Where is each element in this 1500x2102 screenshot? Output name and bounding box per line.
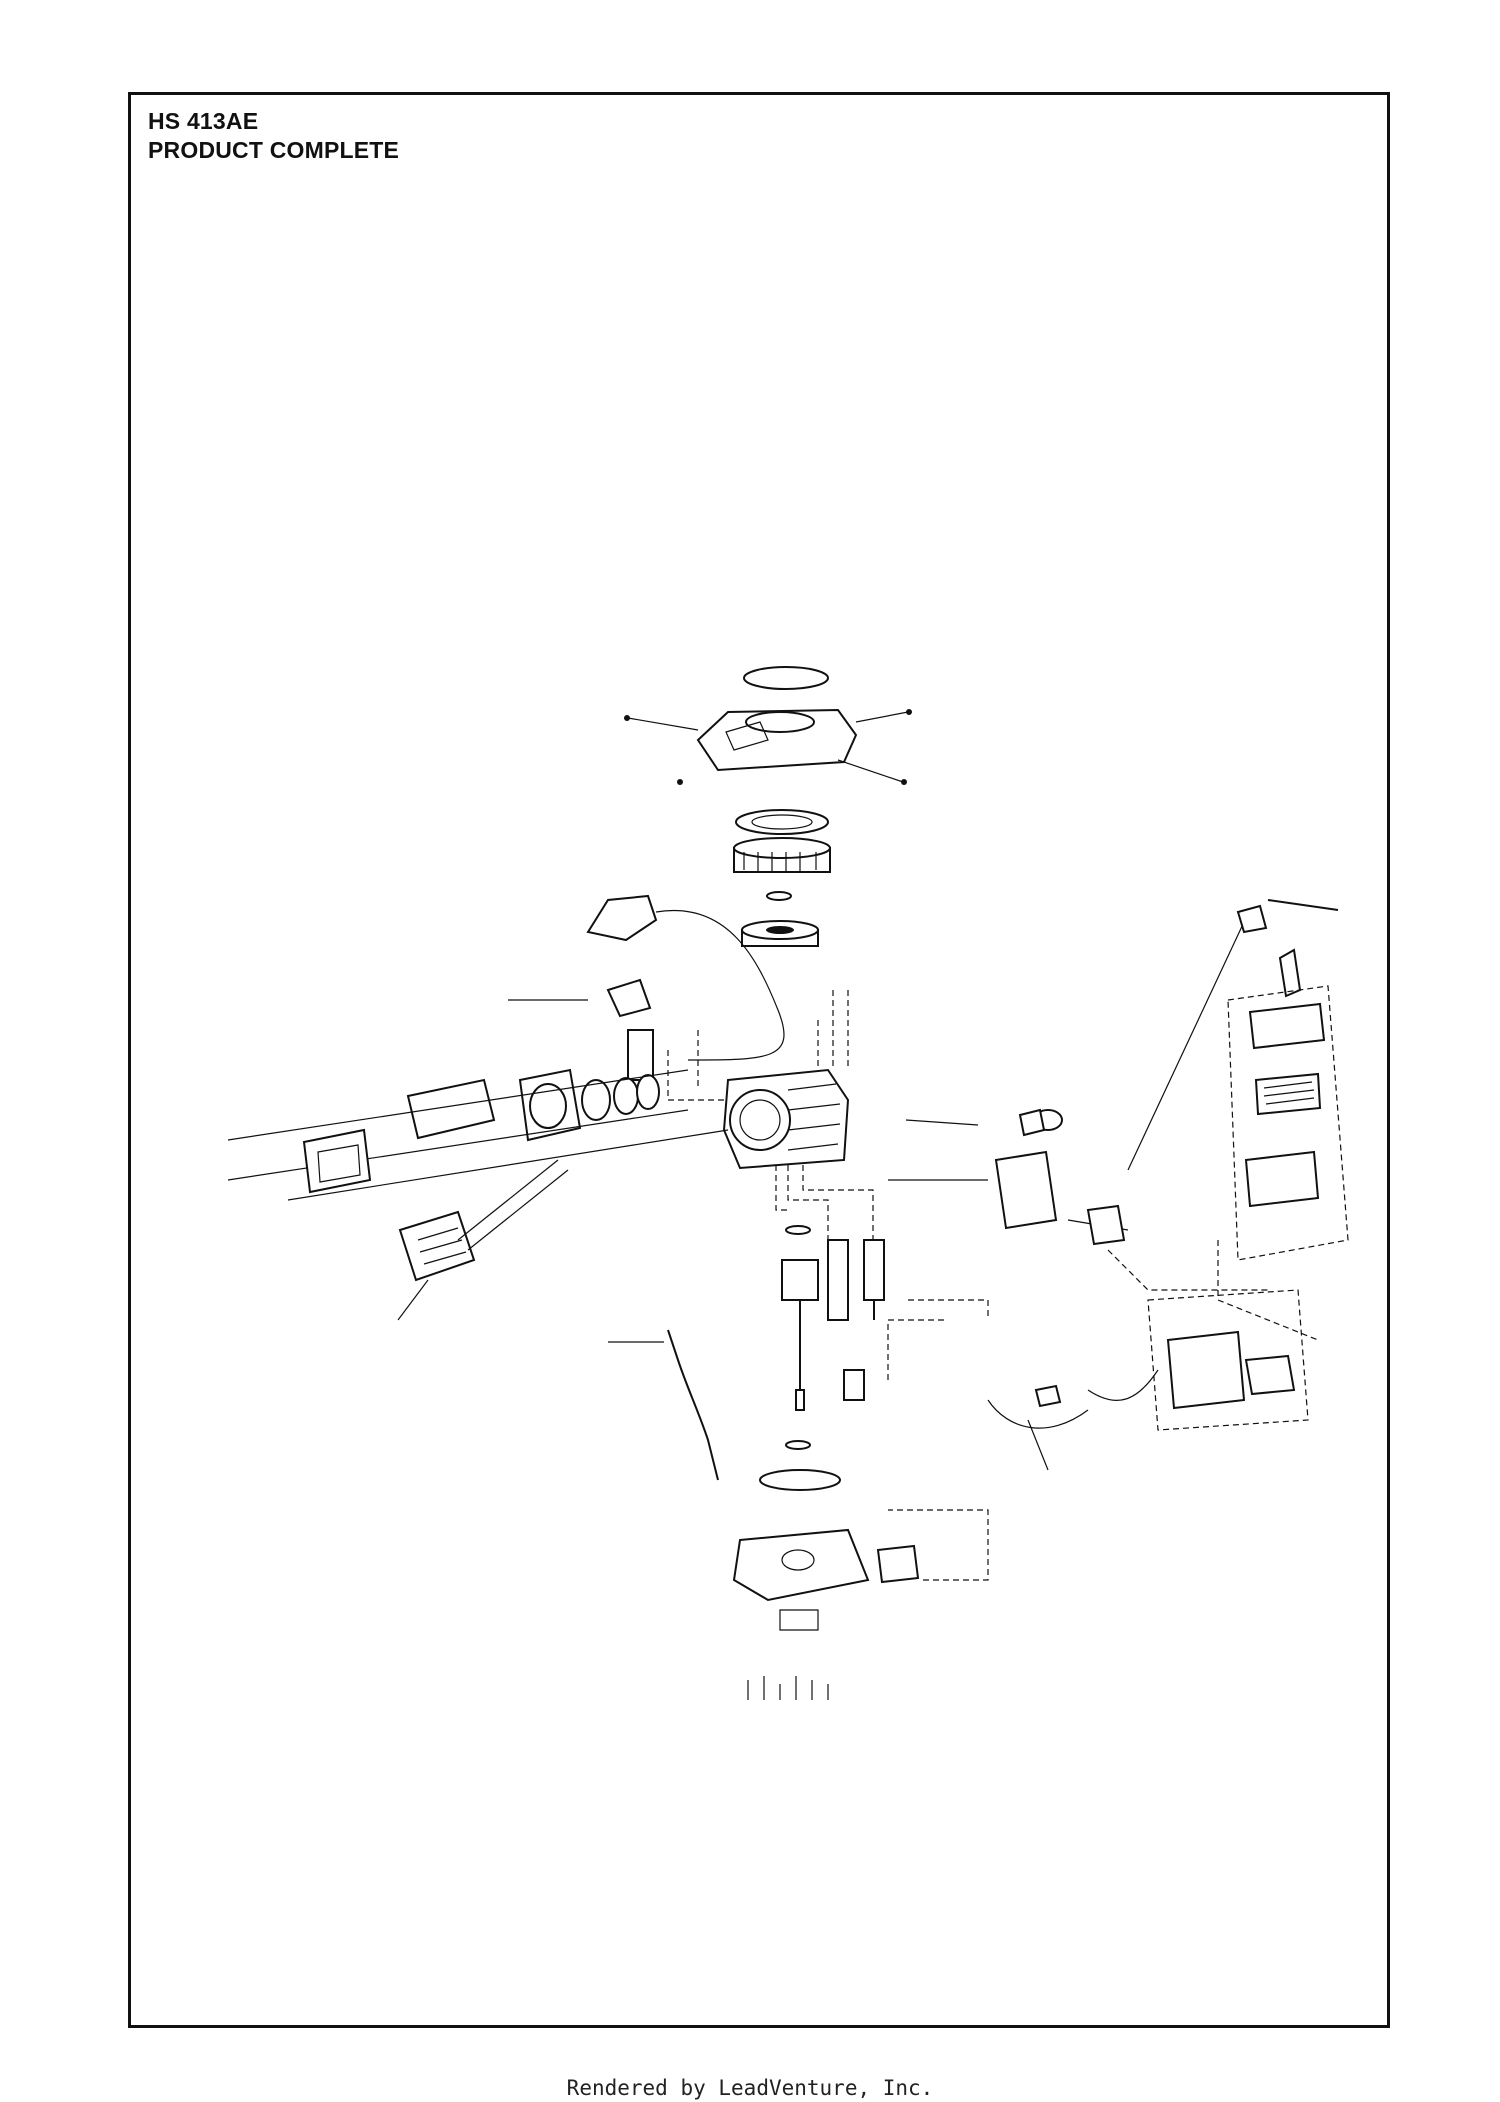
muffler — [397, 1159, 569, 1321]
model-title: HS 413AE — [148, 108, 259, 134]
section-title: PRODUCT COMPLETE — [148, 137, 400, 163]
leader-lines — [667, 990, 1319, 1581]
render-credit: Rendered by LeadVenture, Inc. — [566, 2076, 934, 2100]
fuel-tank-assembly — [888, 1108, 1129, 1246]
valve-cover — [302, 1128, 372, 1194]
governor-linkage — [1127, 899, 1339, 1171]
air-filter — [1227, 985, 1349, 1261]
exploded-parts-diagram — [227, 666, 1349, 1700]
crankshaft — [781, 1225, 819, 1450]
flywheel-screen — [733, 809, 831, 873]
flywheel — [741, 891, 819, 947]
camshaft — [827, 1239, 885, 1401]
engine-block — [722, 1068, 850, 1170]
electric-starter — [1087, 1289, 1309, 1431]
diagram-frame — [128, 92, 1390, 2028]
cylinder-head-assembly — [227, 1068, 729, 1201]
gasket-ring — [743, 666, 829, 690]
ignition-module — [508, 894, 785, 1081]
crankcase-cover — [732, 1469, 920, 1700]
dipstick-tube — [667, 1329, 719, 1481]
blower-housing — [624, 708, 912, 785]
wire-harness — [987, 1384, 1089, 1471]
